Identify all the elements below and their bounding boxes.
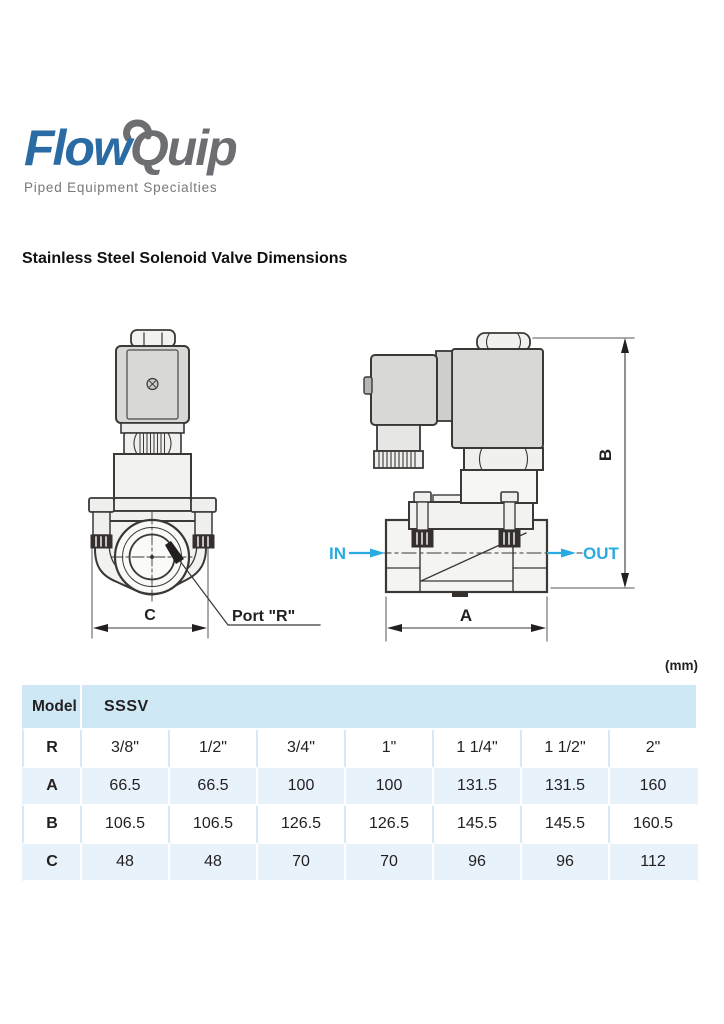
table-row: A 66.5 66.5 100 100 131.5 131.5 160 xyxy=(22,768,698,806)
table-cell: 145.5 xyxy=(434,806,522,844)
in-label: IN xyxy=(329,544,346,563)
table-cell: 145.5 xyxy=(522,806,610,844)
table-cell: 2" xyxy=(610,730,698,768)
table-cell: 96 xyxy=(434,844,522,882)
table-cell: 112 xyxy=(610,844,698,882)
table-cell: 106.5 xyxy=(82,806,170,844)
dim-a-label: A xyxy=(460,606,472,625)
table-cell: 131.5 xyxy=(434,768,522,806)
dim-b-label: B xyxy=(596,449,615,461)
valve-dimension-diagrams: Port "R" C xyxy=(88,329,635,642)
wrench-icon xyxy=(123,119,152,142)
row-label: A xyxy=(22,768,82,806)
valve-front-view: Port "R" C xyxy=(88,329,321,639)
table-cell: 66.5 xyxy=(170,768,258,806)
model-header-cell: Model xyxy=(22,685,82,730)
table-cell: 96 xyxy=(522,844,610,882)
table-cell: 106.5 xyxy=(170,806,258,844)
table-cell: 1/2" xyxy=(170,730,258,768)
valve-side-view: IN OUT B A xyxy=(329,332,635,642)
out-label: OUT xyxy=(583,544,620,563)
dimensions-table: Model SSSV R 3/8" 1/2" 3/4" 1" 1 1/4" 1 … xyxy=(22,685,698,882)
logo-quip-text: Quip xyxy=(129,120,238,176)
table-cell: 1" xyxy=(346,730,434,768)
table-cell: 70 xyxy=(346,844,434,882)
row-label: C xyxy=(22,844,82,882)
table-cell: 131.5 xyxy=(522,768,610,806)
table-cell: 126.5 xyxy=(258,806,346,844)
table-cell: 70 xyxy=(258,844,346,882)
table-cell: 126.5 xyxy=(346,806,434,844)
row-label: R xyxy=(22,730,82,768)
row-label: B xyxy=(22,806,82,844)
logo-tagline: Piped Equipment Specialties xyxy=(24,179,218,195)
table-cell: 3/8" xyxy=(82,730,170,768)
table-cell: 100 xyxy=(346,768,434,806)
table-row: R 3/8" 1/2" 3/4" 1" 1 1/4" 1 1/2" 2" xyxy=(22,730,698,768)
table-cell: 1 1/2" xyxy=(522,730,610,768)
dim-c-label: C xyxy=(144,607,156,624)
table-row: C 48 48 70 70 96 96 112 xyxy=(22,844,698,882)
logo-wordmark: FlowQuip xyxy=(24,122,324,175)
table-cell: 160 xyxy=(610,768,698,806)
table-cell: 48 xyxy=(82,844,170,882)
table-cell: 160.5 xyxy=(610,806,698,844)
port-label: Port "R" xyxy=(232,608,295,625)
units-label: (mm) xyxy=(665,658,698,673)
logo-flow-text: Flow xyxy=(24,120,132,176)
table-row: B 106.5 106.5 126.5 126.5 145.5 145.5 16… xyxy=(22,806,698,844)
page-title: Stainless Steel Solenoid Valve Dimension… xyxy=(22,250,348,267)
table-cell: 66.5 xyxy=(82,768,170,806)
table-header-row: Model SSSV xyxy=(22,685,698,730)
table-cell: 48 xyxy=(170,844,258,882)
table-cell: 1 1/4" xyxy=(434,730,522,768)
table-cell: 100 xyxy=(258,768,346,806)
table-cell: 3/4" xyxy=(258,730,346,768)
model-value-cell: SSSV xyxy=(82,685,698,730)
flowquip-logo: FlowQuip Piped Equipment Specialties xyxy=(24,119,324,195)
